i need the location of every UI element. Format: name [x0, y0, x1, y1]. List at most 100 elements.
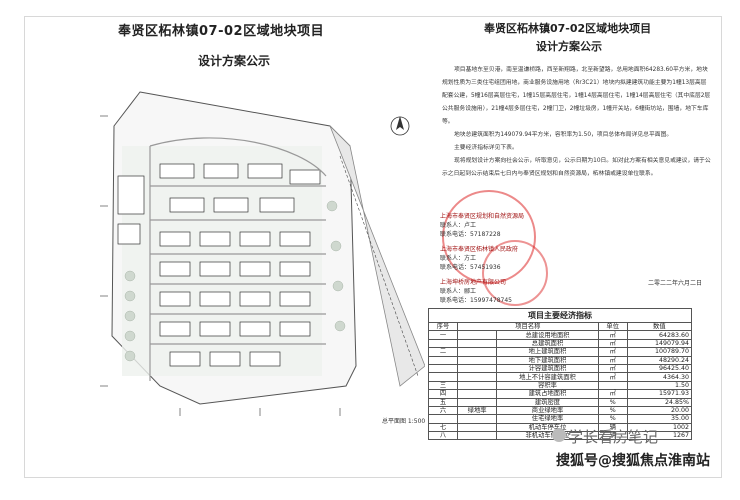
- site-plan-map: [100, 91, 425, 416]
- contact-person: 联系人：郦工: [440, 288, 477, 295]
- table-cell: 64283.60: [626, 330, 693, 340]
- table-cell: ㎡: [597, 355, 628, 365]
- table-cell: 三: [428, 380, 458, 391]
- table-cell: 1267: [626, 431, 693, 441]
- table-cell: 48290.24: [626, 355, 693, 365]
- table-cell: 二: [428, 347, 458, 357]
- contact-block: 上海市奉贤区规划和自然资源局 联系人：卢工 联系电话：57187228: [440, 212, 710, 239]
- notice-date: 二零二二年六月二日: [648, 280, 703, 287]
- contact-org: 上海坤桥房地产有限公司: [440, 279, 507, 286]
- table-cell: 非机动车停车位: [496, 431, 599, 441]
- table-cell: ㎡: [597, 330, 628, 340]
- notice-subtitle: 设计方案公示: [536, 40, 602, 53]
- table-cell: 35.00: [626, 414, 693, 424]
- header-cell: 项目名称: [456, 321, 599, 332]
- watermark-sohu: 搜狐号@搜狐焦点淮南站: [556, 453, 710, 469]
- table-cell: 地上不计容建筑面积: [496, 372, 599, 382]
- notice-title: 奉贤区柘林镇07-02区域地块项目: [484, 22, 652, 35]
- table-cell: 八: [428, 431, 458, 441]
- table-cell: [456, 389, 498, 399]
- table-cell: 96425.40: [626, 363, 693, 374]
- header-cell: 序号: [428, 321, 458, 332]
- contact-list: 上海市奉贤区规划和自然资源局 联系人：卢工 联系电话：57187228 上海市奉…: [440, 212, 710, 311]
- table-cell: [428, 363, 458, 374]
- table-cell: 绿地率: [456, 405, 498, 416]
- table-cell: %: [597, 397, 628, 407]
- table-cell: 六: [428, 405, 458, 416]
- table-cell: 计容建筑面积: [496, 363, 599, 374]
- table-cell: [456, 380, 498, 391]
- contact-org: 上海市奉贤区柘林镇人民政府: [440, 246, 519, 253]
- table-cell: [428, 355, 458, 365]
- table-cell: ㎡: [597, 338, 628, 349]
- table-caption: 项目主要经济指标: [428, 308, 692, 322]
- table-cell: 一: [428, 330, 458, 340]
- table-cell: 商业绿地率: [496, 405, 599, 416]
- table-cell: ㎡: [597, 372, 628, 382]
- table-cell: [456, 338, 498, 349]
- table-cell: 149079.94: [626, 338, 693, 349]
- table-cell: 4364.30: [626, 372, 693, 382]
- contact-block: 上海坤桥房地产有限公司 联系人：郦工 联系电话：15997478745: [440, 278, 710, 305]
- watermark-account: 学长看房笔记: [568, 428, 659, 446]
- table-cell: [456, 397, 498, 407]
- table-cell: 总建筑面积: [496, 338, 599, 349]
- notice-paragraph: 地块总建筑面积为149079.94平方米，容积率为1.50，项目总体布局详见总平…: [454, 132, 673, 138]
- notice-text: 项目基地东至贝港，南至温谦桥路，西至新翔路，北至新望路，总用地面积64283.6…: [442, 64, 712, 181]
- contact-block: 上海市奉贤区柘林镇人民政府 联系人：方工 联系电话：57451936: [440, 245, 710, 272]
- table-cell: ㎡: [597, 363, 628, 374]
- table-cell: 15971.93: [626, 389, 693, 399]
- table-cell: 1.50: [626, 380, 693, 391]
- table-cell: [456, 414, 498, 424]
- table-cell: 地上建筑面积: [496, 347, 599, 357]
- table-cell: 100789.70: [626, 347, 693, 357]
- official-seal-small: [482, 240, 548, 306]
- table-cell: [428, 338, 458, 349]
- table-cell: [456, 372, 498, 382]
- table-cell: [597, 380, 628, 391]
- table-cell: 地下建筑面积: [496, 355, 599, 365]
- table-row: 五 建筑密度%24.85%: [428, 397, 693, 407]
- table-row: 六绿地率商业绿地率%20.00: [428, 405, 693, 416]
- table-cell: [456, 363, 498, 374]
- table-cell: 20.00: [626, 405, 693, 416]
- table-cell: 建筑密度: [496, 397, 599, 407]
- table-cell: [428, 372, 458, 382]
- contact-phone: 联系电话：57451936: [440, 264, 501, 271]
- plan-scale-label: 总平面图 1:500: [382, 418, 426, 425]
- table-cell: [456, 355, 498, 365]
- notice-paragraph: 项目基地东至贝港，南至温谦桥路，西至新翔路，北至新望路，总用地面积64283.6…: [442, 67, 711, 125]
- contact-org: 上海市奉贤区规划和自然资源局: [440, 213, 525, 220]
- table-cell: [456, 347, 498, 357]
- contact-person: 联系人：卢工: [440, 222, 477, 229]
- table-cell: 住宅绿地率: [496, 414, 599, 424]
- wechat-icon: [552, 428, 566, 442]
- table-cell: 容积率: [496, 380, 599, 391]
- plan-title: 奉贤区柘林镇07-02区域地块项目: [118, 24, 325, 39]
- table-cell: [456, 431, 498, 441]
- table-cell: 四: [428, 389, 458, 399]
- table-cell: 24.85%: [626, 397, 693, 407]
- notice-paragraph: 现将规划设计方案向社会公示，听取意见，公示日期为10日。如对此方案有相关意见或建…: [442, 158, 711, 177]
- header-cell: 数值: [626, 321, 693, 332]
- plan-subtitle: 设计方案公示: [198, 54, 271, 68]
- table-cell: %: [597, 414, 628, 424]
- header-cell: 单位: [597, 321, 628, 332]
- table-cell: 五: [428, 397, 458, 407]
- table-row: 三 容积率 1.50: [428, 380, 693, 391]
- table-header-row: 序号 项目名称 单位 数值: [428, 321, 693, 332]
- notice-paragraph: 主要经济指标详见下表。: [454, 145, 518, 151]
- table-cell: 七: [428, 422, 458, 433]
- table-cell: 总建设用地面积: [496, 330, 599, 340]
- table-cell: ㎡: [597, 347, 628, 357]
- table-cell: 建筑占地面积: [496, 389, 599, 399]
